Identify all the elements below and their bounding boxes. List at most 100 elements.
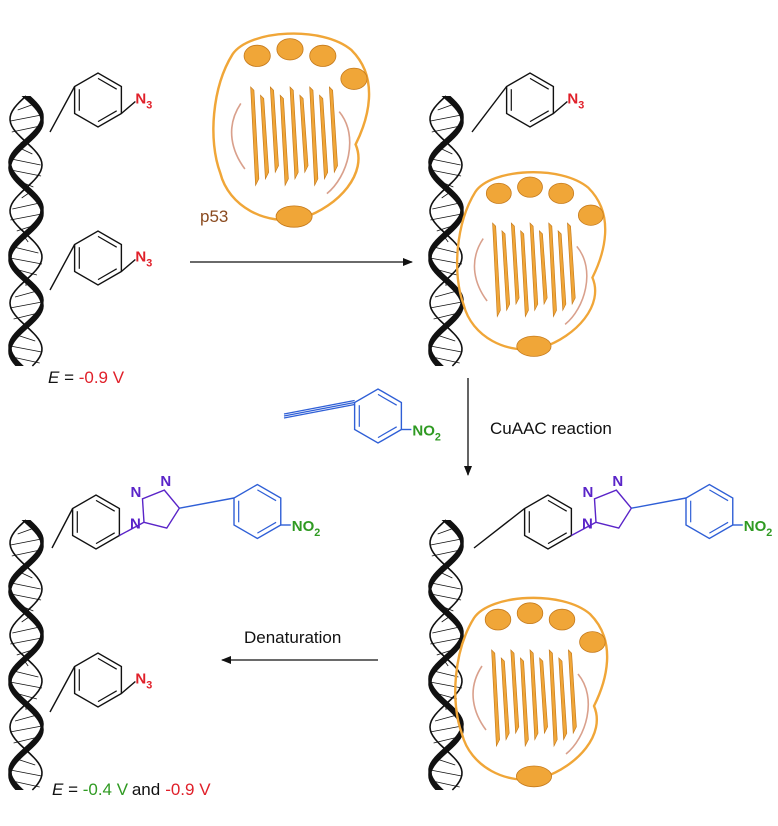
ring-double-bond xyxy=(529,110,550,123)
base-pair-line xyxy=(11,549,41,557)
base-pair-line xyxy=(16,224,36,232)
alpha-helix xyxy=(577,204,604,226)
triazole-n-bond xyxy=(571,521,597,537)
base-pair-line xyxy=(433,670,459,678)
base-pair-line xyxy=(438,604,454,612)
base-pair-line xyxy=(441,615,451,623)
ring-double-bond xyxy=(97,690,118,703)
beta-strand xyxy=(510,222,520,306)
base-pair-line xyxy=(430,213,462,221)
base-pair-line xyxy=(443,323,449,331)
dna-strand-thick xyxy=(428,96,464,366)
ring-outline xyxy=(71,494,121,550)
ring-double-bond xyxy=(377,393,398,406)
beta-strand xyxy=(567,222,576,306)
base-pair-line xyxy=(14,692,38,700)
alpha-helix xyxy=(485,182,512,204)
nitro-label: NO2 xyxy=(744,518,773,539)
base-pair-line xyxy=(434,692,458,700)
ring-outline xyxy=(233,483,282,540)
base-pair-line xyxy=(441,191,451,199)
beta-strand xyxy=(491,649,500,748)
base-pair-line xyxy=(443,659,449,667)
azide-label: N3 xyxy=(135,671,152,692)
base-pair-line xyxy=(13,312,39,320)
base-pair-line xyxy=(431,125,461,133)
beta-strand xyxy=(501,229,511,312)
base-pair-line xyxy=(439,147,453,155)
triazole-nitrogen: N xyxy=(612,473,623,490)
base-pair-line xyxy=(440,560,452,568)
dna-top-left xyxy=(8,95,44,367)
ring-outline xyxy=(523,494,573,550)
dna-bottom-right xyxy=(428,519,464,791)
base-pair-line xyxy=(432,356,460,364)
nitrophenyl-ring xyxy=(685,483,734,540)
base-pair-line xyxy=(9,725,43,733)
base-pair-line xyxy=(443,235,449,243)
base-pair-line xyxy=(437,527,455,535)
beta-strand xyxy=(510,649,520,735)
base-pair-line xyxy=(12,202,40,210)
beta-strand xyxy=(309,86,319,187)
base-pair-line xyxy=(10,769,42,777)
triple-bond-line xyxy=(283,401,355,417)
base-pair-line xyxy=(438,180,454,188)
base-pair-line xyxy=(18,180,34,188)
base-pair-line xyxy=(430,114,462,122)
linker-bond xyxy=(471,86,508,133)
base-pair-line xyxy=(12,356,40,364)
potential-value-a: -0.4 V xyxy=(83,780,129,799)
nitrophenyl-ring xyxy=(233,483,282,540)
base-pair-line xyxy=(434,290,458,298)
linker-bond xyxy=(49,86,76,133)
base-pair-line xyxy=(9,681,43,689)
dna-top-right xyxy=(428,95,464,367)
triazole-ring xyxy=(593,489,633,529)
triazole-nitrogen: N xyxy=(582,484,593,501)
triple-bond-line xyxy=(283,399,355,415)
base-pair-line xyxy=(9,257,43,265)
beta-strand xyxy=(250,86,260,187)
base-pair-line xyxy=(10,538,42,546)
potential-left-top: E = -0.9 V xyxy=(48,368,125,387)
beta-strand xyxy=(328,86,338,174)
ring-double-bond xyxy=(709,489,729,502)
base-pair-line xyxy=(14,290,38,298)
ring-outline xyxy=(505,72,555,128)
base-pair-line xyxy=(10,213,42,221)
base-pair-line xyxy=(18,604,34,612)
azide-label: N3 xyxy=(135,91,152,112)
equals-sign: = xyxy=(59,368,78,387)
beta-strand xyxy=(539,657,548,735)
beta-strand xyxy=(568,649,577,735)
benzene-ring xyxy=(71,494,121,550)
ring-double-bond xyxy=(529,77,550,90)
benzene-ring xyxy=(73,230,123,286)
p53-protein-bound-top xyxy=(455,171,607,357)
ring-double-bond xyxy=(97,235,118,248)
denaturation-label: Denaturation xyxy=(244,628,341,647)
p53-protein-bound-bottom xyxy=(454,596,609,788)
alpha-helix-bottom xyxy=(275,205,313,228)
base-pair-line xyxy=(436,224,456,232)
potential-value: -0.9 V xyxy=(79,368,125,387)
linker-bond xyxy=(49,666,76,713)
beta-strand xyxy=(289,86,299,181)
protein-backbone xyxy=(455,171,607,351)
base-pair-line xyxy=(429,681,463,689)
alpha-helix-bottom xyxy=(516,335,552,357)
base-pair-line xyxy=(19,571,33,579)
beta-strand xyxy=(500,657,510,741)
beta-strand xyxy=(299,94,309,174)
alpha-helix xyxy=(276,38,304,61)
base-pair-line xyxy=(17,103,35,111)
beta-strand xyxy=(558,657,568,741)
base-pair-line xyxy=(10,345,42,353)
base-pair-line xyxy=(437,103,455,111)
alpha-helix-bottom xyxy=(515,765,553,788)
ring-double-bond xyxy=(257,489,277,502)
benzene-ring xyxy=(505,72,555,128)
